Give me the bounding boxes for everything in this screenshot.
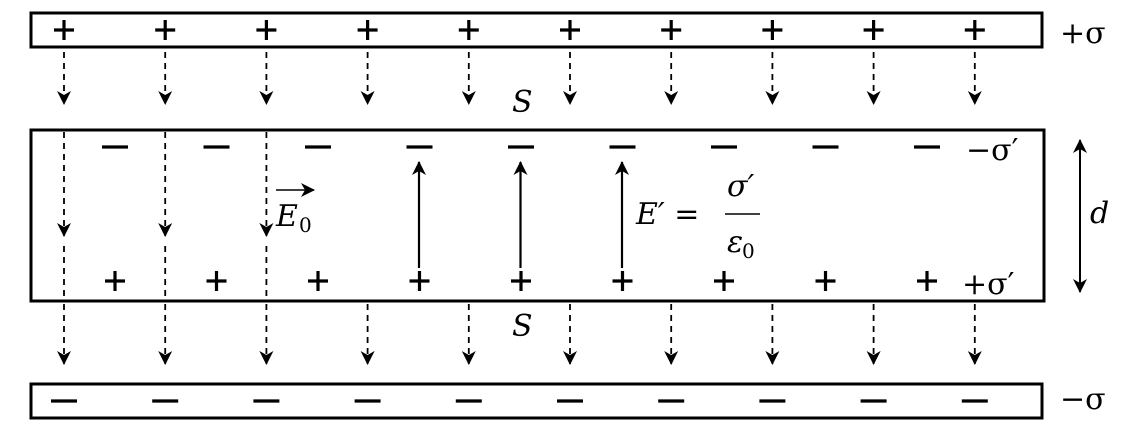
surface-label-lower: S [512, 309, 533, 344]
bottom-plate-charge-label: −σ [1060, 382, 1106, 417]
dielectric-bound-positive-charge [409, 271, 430, 291]
top-plate-positive-charge [762, 20, 783, 40]
dielectric-bound-positive-charge [612, 271, 633, 291]
dielectric-bound-positive-charge [511, 271, 531, 291]
top-plate-positive-charge [964, 20, 985, 40]
thickness-label: d [1090, 196, 1109, 231]
polarization-field-layer [412, 161, 629, 268]
top-plate-positive-charge [54, 20, 74, 40]
top-plate-charge-label: +σ [1060, 16, 1106, 51]
dielectric-bottom-charge-label: +σ′ [962, 267, 1015, 302]
e0-subscript: 0 [299, 213, 312, 237]
top-plate-positive-charge [661, 20, 682, 40]
dielectric-bound-positive-charge [105, 271, 125, 291]
top-plate [29, 11, 1044, 49]
dielectric-bound-positive-charge [206, 271, 227, 291]
top-plate-positive-charge [357, 20, 378, 40]
top-plate-positive-charge [560, 20, 580, 40]
eprime-numerator: σ′ [727, 169, 754, 204]
dielectric-top-charge-label: −σ′ [966, 133, 1019, 168]
dielectric-slab [29, 128, 1046, 303]
e0-letter: E [275, 199, 298, 234]
eprime-lhs: E′ = [635, 197, 699, 232]
top-plate-positive-charge [863, 20, 884, 40]
field-lines-layer [57, 52, 982, 365]
bottom-plate [29, 382, 1044, 420]
dielectric-bound-positive-charge [308, 271, 328, 291]
eprime-denominator-sub: 0 [742, 239, 755, 263]
dielectric-bound-positive-charge [815, 271, 836, 291]
eprime-formula: E′ = σ′ ε 0 [635, 169, 760, 263]
charges-layer [51, 20, 988, 403]
e0-label: E 0 [275, 183, 315, 237]
top-plate-positive-charge [155, 20, 176, 40]
eprime-denominator: ε [727, 225, 743, 260]
top-plate-positive-charge [458, 20, 479, 40]
top-plate-positive-charge [256, 20, 277, 40]
surface-label-upper: S [512, 85, 533, 120]
dielectric-bound-positive-charge [714, 271, 734, 291]
dielectric-bound-positive-charge [917, 271, 937, 291]
